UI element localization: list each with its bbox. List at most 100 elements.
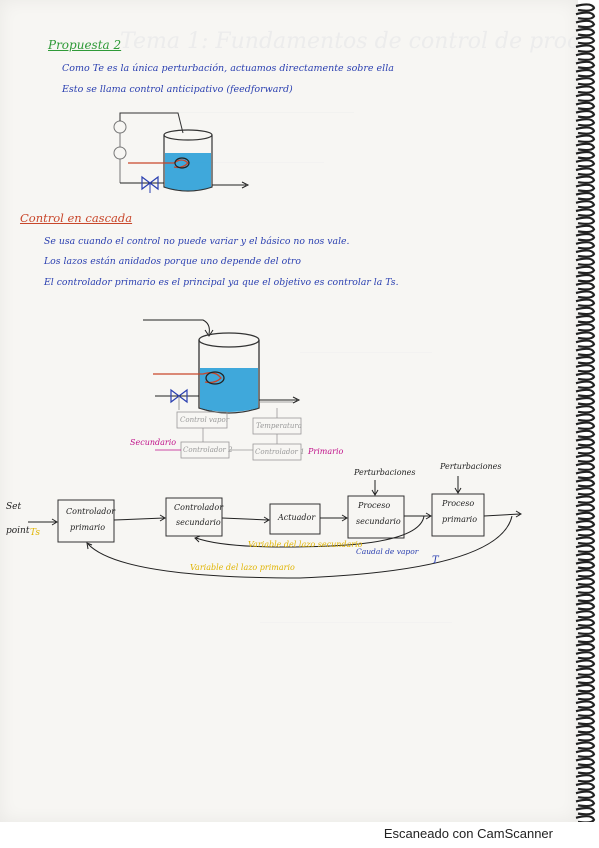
spiral-coil [575,618,596,627]
label-primario: Primario [308,447,344,456]
spiral-coil [575,355,596,365]
feedforward-tank-diagram [113,112,250,193]
box-temperatura-label: Temperatura [256,422,302,430]
spiral-coil [575,118,596,127]
spiral-coil [575,601,596,611]
t-label: T [432,555,439,566]
block-controlador-primario-line1: Controlador [66,507,116,516]
spiral-coil [575,314,596,324]
scanner-watermark: Escaneado con CamScanner [383,826,553,841]
spiral-coil [575,60,596,70]
spiral-coil [575,36,596,45]
variable-lazo-secundario-label: Variable del lazo secundario [248,540,363,549]
spiral-coil [575,642,596,652]
setpoint-label-line1: Set [6,502,22,512]
spiral-coil [575,626,596,635]
spiral-coil [575,683,596,693]
spiral-coil [575,216,596,225]
spiral-coil [575,306,596,316]
cascade-tank-diagram [143,319,302,461]
caudal-vapor-label: Caudal de vapor [356,547,419,556]
spiral-coil [575,478,596,488]
spiral-coil [575,191,596,201]
spiral-coil [575,708,596,717]
spiral-coil [575,446,596,455]
bleed-through-text: Tema 1: Fundamentos de control de proces… [120,29,578,623]
spiral-coil [575,634,596,644]
setpoint-label-line2: point [6,526,30,536]
spiral-coil [575,126,596,135]
spiral-coil [575,282,596,291]
spiral-coil [575,659,596,668]
spiral-coil [575,19,596,29]
spiral-coil [575,77,596,86]
spiral-coil [575,757,596,767]
spiral-coil [575,462,596,471]
spiral-coil [575,150,596,160]
spiral-coil [575,536,596,545]
spiral-coil [575,364,596,373]
spiral-coil [575,208,596,217]
box-controlador2-label: Controlador 2 [183,446,233,454]
spiral-coil [575,257,596,266]
block-controlador-secundario-line1: Controlador [174,503,224,512]
spiral-coil [575,421,596,430]
notebook-sheet: Tema 1: Fundamentos de control de proces… [0,0,578,822]
spiral-coil [575,749,596,758]
spiral-coil [575,733,596,742]
section1-line1: Como Te es la única perturbación, actuam… [62,63,394,74]
spiral-coil [575,52,596,61]
spiral-coil [575,85,596,94]
spiral-coil [575,495,596,504]
spiral-coil [575,528,596,537]
spiral-coil [575,544,596,553]
spiral-coil [575,405,596,414]
spiral-coil [575,183,596,193]
spiral-coil [575,142,596,152]
block-proceso-primario-line2: primario [442,515,478,524]
spiral-coil [575,569,596,578]
section1-line2: Esto se llama control anticipativo (feed… [62,84,293,95]
svg-text:______________________________: __________________________________ [150,99,354,113]
spiral-coil [575,265,596,275]
spiral-coil [575,503,596,512]
spiral-coil [575,241,596,250]
spiral-coil [575,290,596,299]
spiral-coil [575,396,596,406]
spiral-binding [575,3,596,822]
spiral-coil [575,3,596,12]
spiral-coil [575,27,596,37]
spiral-coil [575,224,596,234]
spiral-coil [575,372,596,381]
spiral-coil [575,380,596,389]
spiral-coil [575,331,596,340]
spiral-coil [575,323,596,332]
spiral-coil [575,109,596,119]
spiral-coil [575,339,596,348]
spiral-coil [575,437,596,447]
svg-text:______________________: ______________________ [300,339,432,353]
spiral-coil [575,667,596,676]
spiral-coil [575,519,596,529]
label-secundario: Secundario [130,438,177,447]
spiral-coil [575,470,596,480]
perturbaciones-label-1: Perturbaciones [354,468,416,477]
spiral-coil [575,388,596,398]
spiral-coil [575,298,596,307]
spiral-coil [575,782,596,791]
spiral-coil [575,724,596,734]
block-actuador-label: Actuador [278,513,316,522]
svg-text:Tema 1: Fundamentos de control: Tema 1: Fundamentos de control de proces… [120,29,578,54]
spiral-coil [575,552,596,562]
spiral-coil [575,200,596,209]
spiral-coil [575,741,596,750]
spiral-coil [575,560,596,570]
section2-line3: El controlador primario es el principal … [44,277,399,288]
spiral-coil [575,93,596,102]
svg-text:______________________________: ________________________________ [260,609,452,623]
spiral-coil [575,487,596,496]
spiral-coil [575,798,596,808]
spiral-coil [575,413,596,422]
footer-bar: Escaneado con CamScanner [0,822,599,848]
